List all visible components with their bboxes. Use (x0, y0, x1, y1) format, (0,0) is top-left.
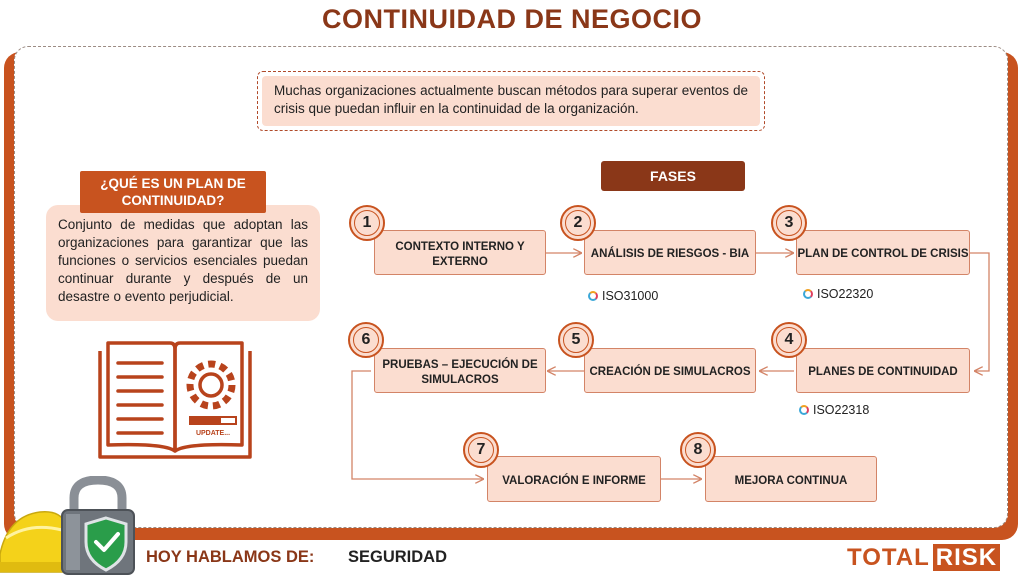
phase-box-1: CONTEXTO INTERNO Y EXTERNO (374, 230, 546, 275)
phase-number-4: 4 (771, 322, 807, 358)
phase-box-5: CREACIÓN DE SIMULACROS (584, 348, 756, 393)
phase-label-5: CREACIÓN DE SIMULACROS (589, 366, 751, 378)
iso-ref-label-2: ISO31000 (602, 289, 659, 303)
logo-risk-text: RISK (932, 544, 1001, 571)
phase-number-8: 8 (680, 432, 716, 468)
logo-total-text: TOTAL (847, 544, 930, 571)
iso-ref-label-3: ISO22320 (817, 287, 874, 301)
phase-box-8: MEJORA CONTINUA (705, 456, 877, 502)
phase-label-3: PLAN DE CONTROL DE CRISIS (797, 248, 969, 260)
iso-ref-label-4: ISO22318 (813, 403, 870, 417)
iso-ref-phase-2: ISO31000 (588, 289, 658, 303)
phase-number-2: 2 (560, 205, 596, 241)
phase-box-6: PRUEBAS – EJECUCIÓN DE SIMULACROS (374, 348, 546, 393)
phases-label: FASES (601, 161, 745, 191)
phase-box-2: ANÁLISIS DE RIESGOS - BIA (584, 230, 756, 275)
iso-ref-phase-3: ISO22320 (803, 287, 873, 301)
phase-box-4: PLANES DE CONTINUIDAD (796, 348, 970, 393)
phase-label-8: MEJORA CONTINUA (734, 474, 848, 487)
page-title: CONTINUIDAD DE NEGOCIO (321, 4, 702, 34)
iso-dot-icon (588, 291, 598, 301)
book-update-label: UPDATE... (196, 430, 230, 437)
phase-label-1: CONTEXTO INTERNO Y EXTERNO (395, 240, 525, 268)
security-helmet-lock-icon (0, 476, 135, 575)
phase-label-2: ANÁLISIS DE RIESGOS - BIA (590, 248, 750, 260)
definition-text: Conjunto de medidas que adoptan las orga… (46, 205, 320, 321)
iso-dot-icon (799, 405, 809, 415)
phase-label-6: PRUEBAS – EJECUCIÓN DE SIMULACROS (382, 358, 538, 386)
phase-number-7: 7 (463, 432, 499, 468)
footer-topic: SEGURIDAD (348, 548, 448, 566)
footer-label: HOY HABLAMOS DE: (146, 548, 315, 566)
phase-number-6: 6 (348, 322, 384, 358)
iso-ref-phase-4: ISO22318 (799, 403, 869, 417)
phase-number-5: 5 (558, 322, 594, 358)
phase-number-1: 1 (349, 205, 385, 241)
phase-number-3: 3 (771, 205, 807, 241)
phase-box-3: PLAN DE CONTROL DE CRISIS (796, 230, 970, 275)
definition-title: ¿QUÉ ES UN PLAN DE CONTINUIDAD? (80, 171, 266, 213)
phase-box-7: VALORACIÓN E INFORME (487, 456, 661, 502)
book-gear-icon: UPDATE... (98, 341, 252, 459)
phase-label-7: VALORACIÓN E INFORME (502, 474, 646, 487)
phase-label-4: PLANES DE CONTINUIDAD (808, 366, 958, 378)
iso-dot-icon (803, 289, 813, 299)
intro-box: Muchas organizaciones actualmente buscan… (257, 71, 765, 131)
intro-text: Muchas organizaciones actualmente buscan… (262, 76, 760, 126)
